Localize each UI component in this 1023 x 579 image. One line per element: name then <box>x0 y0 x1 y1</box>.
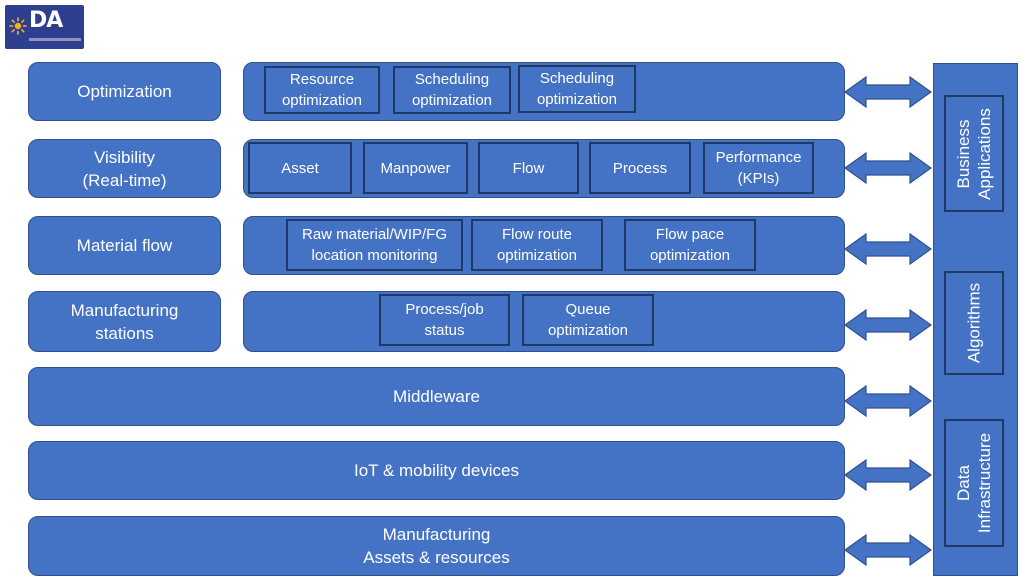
double-arrow-manufacturing-stations <box>844 309 932 341</box>
data-infrastructure-label: Data Infrastructure <box>954 432 994 534</box>
item-performance-kpis: Performance (KPIs) <box>703 142 814 194</box>
right-box-algorithms: Algorithms <box>944 271 1004 375</box>
double-arrow-iot <box>844 459 932 491</box>
item-resource-optimization: Resource optimization <box>264 66 380 114</box>
item-scheduling-optimization-1: Scheduling optimization <box>393 66 511 114</box>
item-scheduling-optimization-2: Scheduling optimization <box>518 65 636 113</box>
item-flow-route-optimization: Flow route optimization <box>471 219 603 271</box>
right-box-business-applications: Business Applications <box>944 95 1004 212</box>
item-process-job-status: Process/job status <box>379 294 510 346</box>
double-arrow-optimization <box>844 76 932 108</box>
row-label-visibility: Visibility (Real-time) <box>28 139 221 198</box>
item-asset: Asset <box>248 142 352 194</box>
item-queue-optimization: Queue optimization <box>522 294 654 346</box>
business-applications-label: Business Applications <box>954 107 994 200</box>
double-arrow-material-flow <box>844 233 932 265</box>
item-location-monitoring: Raw material/WIP/FG location monitoring <box>286 219 463 271</box>
double-arrow-visibility <box>844 152 932 184</box>
right-box-data-infrastructure: Data Infrastructure <box>944 419 1004 547</box>
double-arrow-middleware <box>844 385 932 417</box>
bar-middleware: Middleware <box>28 367 845 426</box>
row-label-optimization: Optimization <box>28 62 221 121</box>
bar-iot-mobility-devices: IoT & mobility devices <box>28 441 845 500</box>
algorithms-label: Algorithms <box>964 282 984 364</box>
company-logo: DA <box>5 5 84 49</box>
logo-text: DA <box>29 8 63 33</box>
item-flow-pace-optimization: Flow pace optimization <box>624 219 756 271</box>
logo-tagline <box>29 38 81 41</box>
item-flow: Flow <box>478 142 579 194</box>
item-process: Process <box>589 142 691 194</box>
item-manpower: Manpower <box>363 142 468 194</box>
bar-manufacturing-assets: Manufacturing Assets & resources <box>28 516 845 576</box>
row-label-material-flow: Material flow <box>28 216 221 275</box>
row-label-manufacturing-stations: Manufacturing stations <box>28 291 221 352</box>
logo-sun-icon <box>9 17 27 35</box>
double-arrow-assets <box>844 534 932 566</box>
